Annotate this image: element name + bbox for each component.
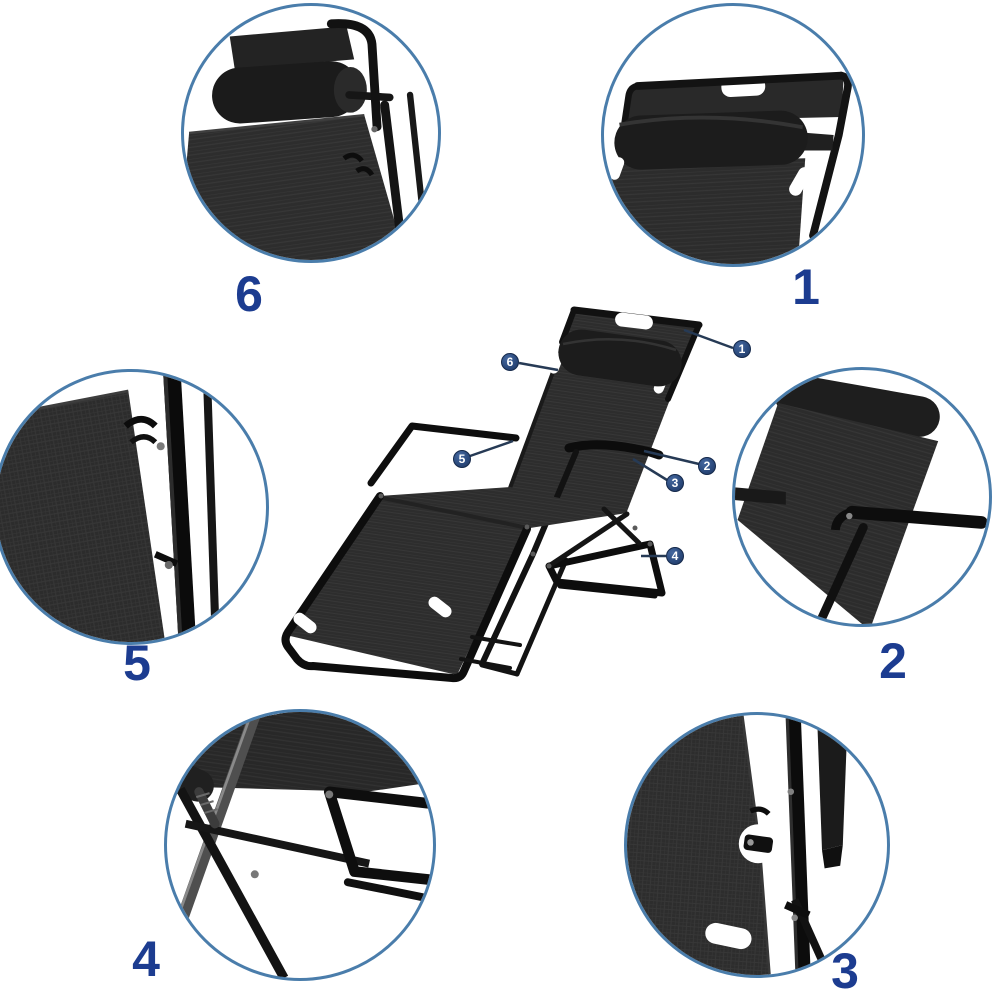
marker-6: 6 [501, 353, 519, 371]
leader-line-5 [469, 439, 514, 458]
frame-top-bar [633, 71, 846, 90]
detail-1-headrest-image [604, 71, 852, 264]
rear-leg-frame [545, 540, 666, 597]
detail-circle-1 [601, 3, 865, 267]
marker-1: 1 [733, 340, 751, 358]
footrest-slot-right [428, 596, 452, 618]
frame-tube [786, 715, 811, 975]
frame-bolts [378, 493, 653, 569]
backrest-fabric [604, 158, 806, 264]
leader-line-6 [518, 361, 559, 372]
marker-2: 2 [698, 457, 716, 475]
detail-number-2: 2 [879, 633, 907, 689]
pillow-roll [212, 61, 360, 124]
frame-tube [163, 372, 197, 642]
detail-circle-3 [624, 712, 890, 978]
detail-6-folded-chair-image [184, 19, 428, 260]
leader-lines [469, 328, 734, 558]
detail-2-armrest-image [735, 374, 988, 624]
detail-number-1: 1 [792, 259, 820, 315]
armrest-bar [845, 505, 988, 529]
chair-legs [378, 493, 666, 677]
fabric-clip [342, 152, 375, 177]
footrest-frame-loop [281, 492, 531, 683]
cross-tube [176, 786, 289, 978]
detail-number-5: 5 [123, 635, 151, 691]
chair-seat-footrest [281, 487, 627, 683]
handle-cutout [705, 922, 752, 950]
marker-4: 4 [666, 547, 684, 565]
detail-number-6: 6 [235, 266, 263, 322]
rear-leg-frame [323, 786, 433, 886]
carry-handle-cutout [615, 312, 653, 330]
chair-headrest-pillow [558, 329, 682, 387]
leader-line-2 [643, 449, 700, 466]
headrest-pillow [614, 110, 808, 170]
detail-number-3: 3 [831, 943, 859, 999]
detail-circle-4 [164, 709, 436, 981]
fabric-clip [153, 551, 179, 567]
armrest-support [814, 523, 868, 624]
folded-seat-edge [229, 26, 355, 70]
detail-circle-2 [732, 367, 992, 627]
detail-circle-6 [181, 3, 441, 263]
fabric-slot [886, 575, 909, 602]
fabric-panel [627, 715, 770, 975]
marker-3: 3 [666, 474, 684, 492]
notch-clip [743, 834, 774, 853]
marker-5: 5 [453, 450, 471, 468]
corner-hook [123, 415, 158, 429]
leader-line-1 [683, 328, 734, 350]
leader-line-3 [632, 457, 668, 482]
backrest-top-roll [774, 374, 940, 437]
side-strap [735, 487, 786, 505]
fabric-panel [0, 390, 166, 642]
detail-5-fabric-corner-image [0, 372, 220, 642]
backrest-fabric [737, 403, 939, 624]
folded-frame-slab [817, 715, 848, 851]
seat-fabric [380, 487, 627, 528]
strap-slot [789, 167, 812, 196]
footrest-fabric [286, 497, 528, 675]
detail-number-4: 4 [132, 931, 160, 987]
spring-clip [194, 787, 220, 829]
lounge-chair [281, 306, 703, 683]
detail-circle-5 [0, 369, 269, 645]
footrest-slot-left [293, 612, 317, 634]
frame-tube [326, 19, 382, 132]
frame-side-tube [809, 71, 852, 240]
detail-3-frame-joint-image [627, 715, 848, 975]
folded-fabric-panel [184, 115, 406, 260]
far-armrest [367, 422, 520, 487]
